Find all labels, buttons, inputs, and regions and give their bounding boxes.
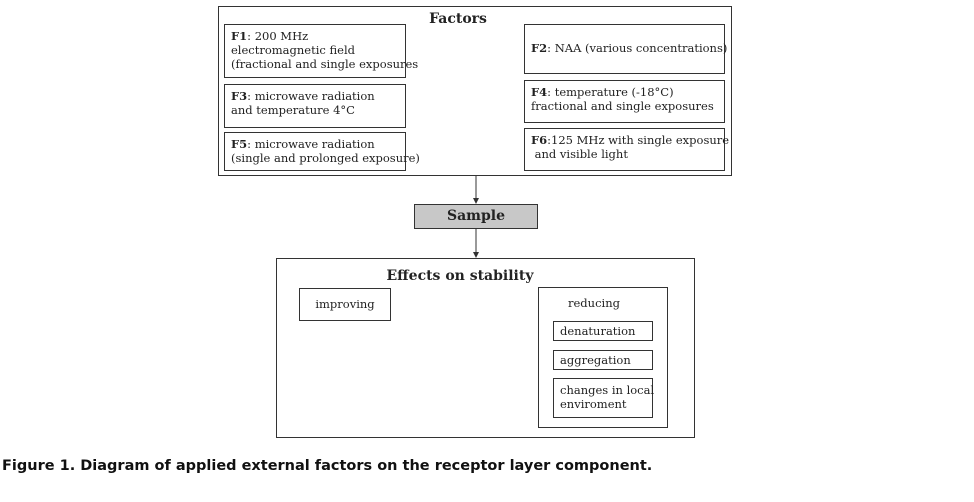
effects-title: Effects on stability: [386, 268, 534, 284]
factor-f4-line-2: fractional and single exposures: [531, 99, 714, 113]
reducing-label: reducing: [568, 296, 620, 310]
reducing-item-aggregation-label: aggregation: [560, 353, 631, 367]
factor-f1-line-2: electromagnetic field: [231, 43, 356, 57]
factor-f3: F3: microwave radiation and temperature …: [224, 84, 406, 128]
factor-f6-line-1: 125 MHz with single exposure: [551, 133, 730, 147]
factor-f5-id: F5: [231, 137, 248, 151]
reducing-item-aggregation: aggregation: [553, 350, 653, 370]
factor-f3-line-2: and temperature 4°C: [231, 103, 355, 117]
sample-box: Sample: [414, 204, 538, 229]
factor-f5: F5: microwave radiation (single and prol…: [224, 132, 420, 171]
factor-f1-line-3: (fractional and single exposures: [231, 57, 419, 71]
factor-f2: F2: NAA (various concentrations): [524, 24, 728, 74]
reducing-item-local-environment-line-2: enviroment: [560, 397, 627, 411]
factor-f2-id: F2: [531, 41, 548, 55]
factor-f4-line-1: temperature (-18°C): [554, 85, 674, 99]
factor-f4: F4: temperature (-18°C) fractional and s…: [524, 80, 725, 123]
factor-f3-id: F3: [231, 89, 248, 103]
reducing-item-denaturation-label: denaturation: [560, 324, 636, 338]
figure-caption: Figure 1. Diagram of applied external fa…: [2, 458, 653, 474]
factor-f6-id: F6: [531, 133, 548, 147]
factor-f6: F6:125 MHz with single exposure and visi…: [524, 128, 729, 171]
factor-f5-line-1: microwave radiation: [254, 137, 375, 151]
factor-f1: F1: 200 MHz electromagnetic field (fract…: [224, 24, 418, 78]
improving-box: improving: [299, 288, 391, 321]
reducing-item-local-environment-line-1: changes in local: [560, 383, 655, 397]
factors-title: Factors: [429, 11, 487, 27]
sample-label: Sample: [446, 208, 505, 224]
factor-f4-id: F4: [531, 85, 548, 99]
factor-f3-line-1: microwave radiation: [254, 89, 375, 103]
factor-f5-line-2: (single and prolonged exposure): [231, 151, 420, 165]
factor-f6-line-2: and visible light: [531, 147, 628, 161]
factor-f1-line-1: 200 MHz: [254, 29, 309, 43]
reducing-item-denaturation: denaturation: [553, 321, 653, 341]
factor-f2-line-1: NAA (various concentrations): [554, 41, 728, 55]
reducing-item-local-environment: changes in local enviroment: [553, 378, 655, 418]
factor-f1-id: F1: [231, 29, 248, 43]
improving-label: improving: [315, 297, 375, 311]
